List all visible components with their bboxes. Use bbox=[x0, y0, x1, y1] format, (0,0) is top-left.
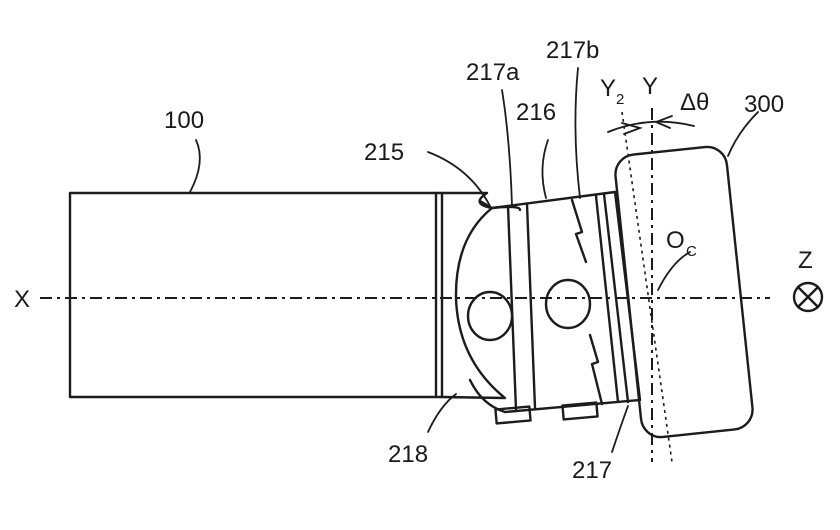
label-217a: 217a bbox=[466, 59, 520, 86]
label-y: Y bbox=[642, 73, 658, 100]
label-300: 300 bbox=[744, 91, 784, 118]
leader-100 bbox=[189, 139, 201, 193]
axis-y2-line bbox=[621, 111, 673, 463]
joint-line-217a-2 bbox=[525, 202, 537, 410]
circle-right bbox=[544, 278, 592, 330]
label-oc-sub: C bbox=[686, 243, 697, 260]
leader-217b bbox=[574, 67, 581, 199]
z-cross-b bbox=[796, 285, 820, 309]
label-x: X bbox=[14, 286, 30, 313]
leader-217 bbox=[611, 405, 629, 453]
label-215: 215 bbox=[364, 139, 404, 166]
tab-left bbox=[494, 405, 532, 425]
z-circle-cross-icon bbox=[792, 281, 824, 313]
leader-216 bbox=[541, 139, 549, 199]
label-217: 217 bbox=[572, 457, 612, 484]
leader-217a bbox=[501, 89, 513, 207]
zigzag-217b-lower bbox=[588, 333, 604, 406]
zigzag-217b-upper bbox=[570, 198, 588, 264]
head-300 bbox=[614, 145, 754, 439]
leader-218 bbox=[427, 393, 457, 433]
label-216: 216 bbox=[516, 99, 556, 126]
label-100: 100 bbox=[164, 107, 204, 134]
body-100 bbox=[68, 191, 444, 399]
part-215-cap bbox=[440, 191, 507, 400]
delta-theta-arrow-left bbox=[621, 122, 643, 135]
delta-theta-arrow-right bbox=[653, 115, 673, 129]
label-y2: Y bbox=[600, 75, 616, 102]
label-oc: O bbox=[666, 227, 685, 254]
delta-theta-arc bbox=[607, 120, 695, 133]
oc-leader bbox=[657, 251, 691, 291]
label-218: 218 bbox=[388, 441, 428, 468]
circle-left bbox=[466, 290, 514, 342]
label-z: Z bbox=[798, 247, 813, 274]
leader-215 bbox=[427, 151, 491, 207]
leader-300 bbox=[727, 111, 759, 157]
tab-right bbox=[561, 401, 599, 421]
label-delta-theta: Δθ bbox=[680, 89, 709, 116]
label-y2-sub: 2 bbox=[616, 91, 624, 108]
label-217b: 217b bbox=[546, 37, 599, 64]
